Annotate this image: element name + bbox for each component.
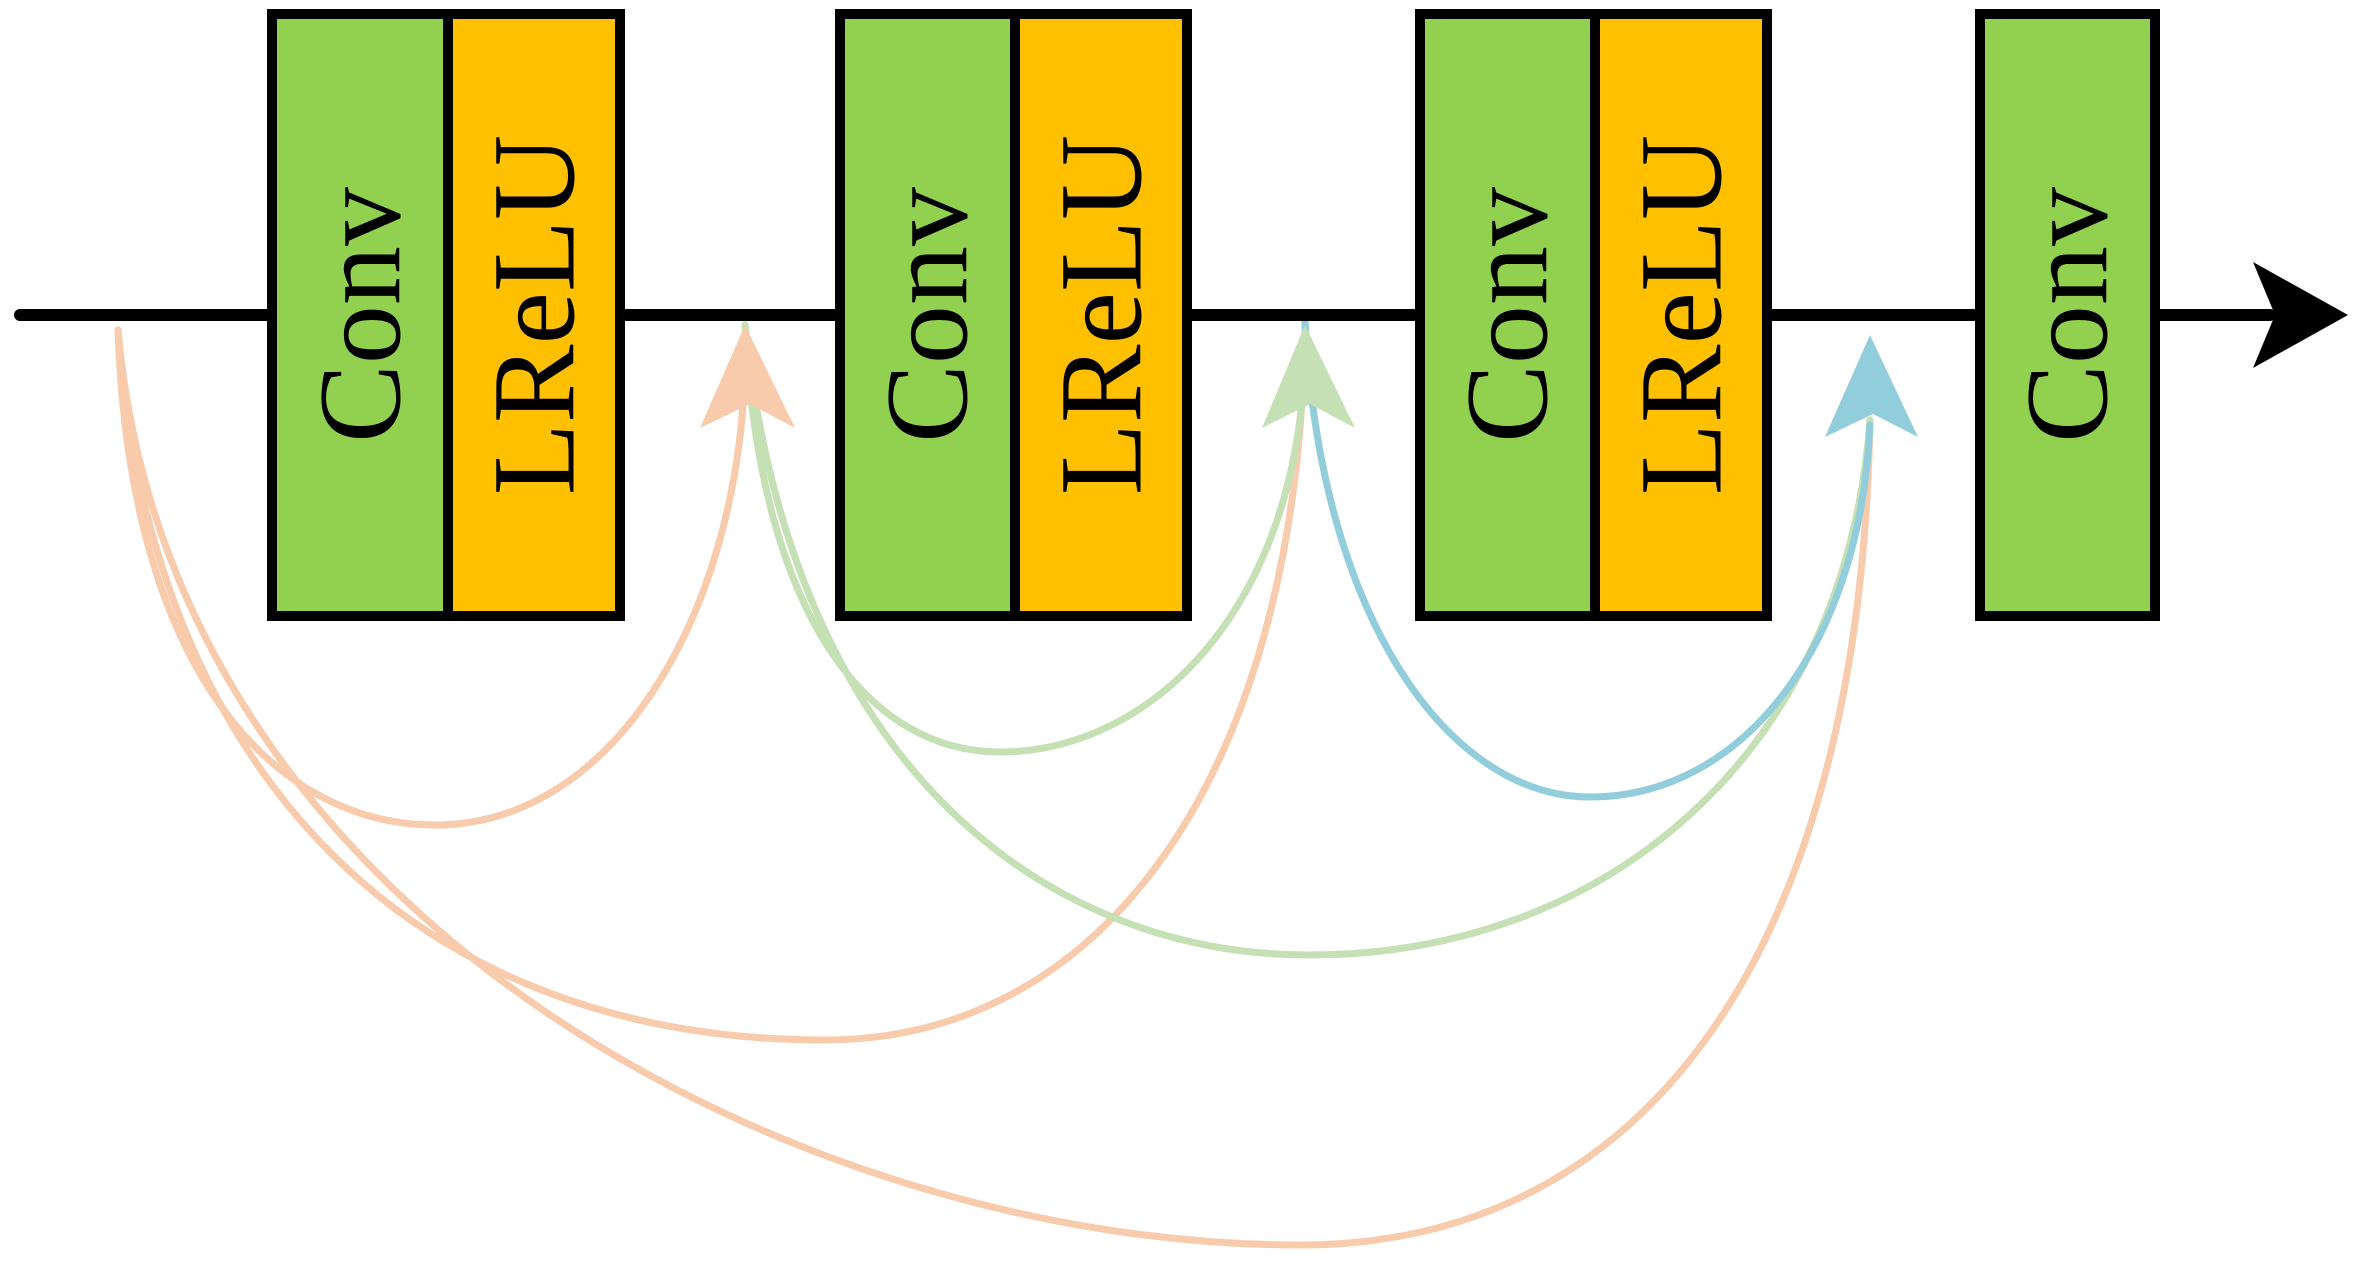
lrelu-layer-1-label: LReLU bbox=[469, 135, 600, 495]
conv-layer-1-label: Conv bbox=[295, 187, 426, 443]
output-arrow-icon bbox=[2253, 262, 2348, 368]
lrelu-layer-3-label: LReLU bbox=[1616, 135, 1747, 495]
skip-arrowheads bbox=[700, 325, 1918, 437]
conv-layer-3 bbox=[1415, 9, 1600, 621]
lrelu-layer-2-label: LReLU bbox=[1036, 135, 1167, 495]
skip-curve-node-1-to-node-2 bbox=[741, 321, 1309, 756]
conv-layer-2-label: Conv bbox=[862, 187, 993, 443]
skip-curve-input-to-node-1 bbox=[114, 326, 749, 829]
lrelu-layer-3 bbox=[1590, 9, 1772, 621]
arrowhead-node-3-icon bbox=[1825, 335, 1918, 437]
skip-curve-input-to-node-2 bbox=[114, 316, 1309, 1044]
conv-layer-1 bbox=[267, 9, 453, 621]
skip-curve-input-to-node-3 bbox=[114, 326, 1874, 1249]
skip-curve-node-2-to-node-3 bbox=[1301, 316, 1874, 801]
arrowhead-node-2-icon bbox=[1262, 325, 1355, 428]
block-1: Conv LReLU bbox=[267, 9, 625, 621]
lrelu-layer-1 bbox=[443, 9, 625, 621]
block-3: Conv LReLU bbox=[1415, 9, 1772, 621]
conv-layer-4-label: Conv bbox=[2002, 187, 2133, 443]
skip-connections bbox=[114, 316, 1874, 1249]
block-2: Conv LReLU bbox=[835, 9, 1192, 621]
lrelu-layer-2 bbox=[1010, 9, 1192, 621]
block-4: Conv bbox=[1975, 9, 2160, 621]
skip-curve-node-1-to-node-3 bbox=[741, 321, 1874, 959]
arrowhead-node-1-icon bbox=[700, 325, 795, 428]
conv-layer-4 bbox=[1975, 9, 2160, 621]
conv-layer-3-label: Conv bbox=[1442, 187, 1573, 443]
